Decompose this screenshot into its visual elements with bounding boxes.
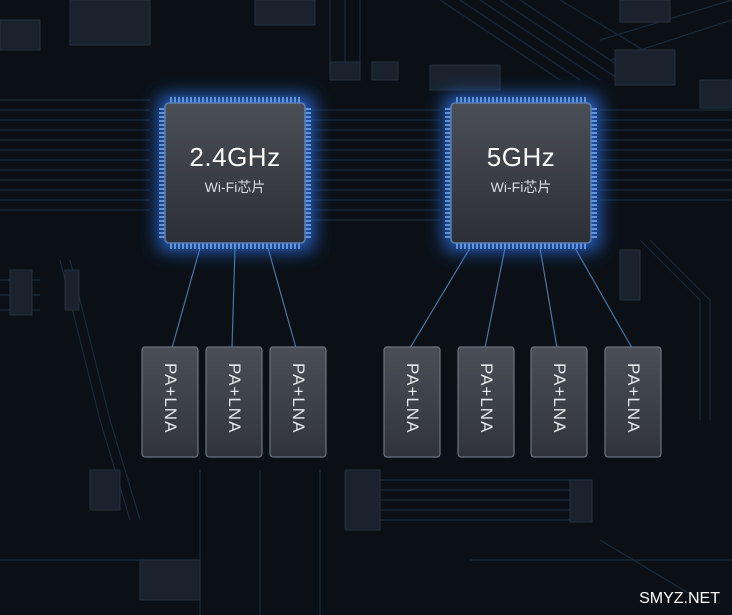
- chip-frequency: 5GHz: [486, 142, 556, 172]
- pa-lna-module: [457, 346, 515, 458]
- module-label: PA+LNA: [477, 363, 496, 434]
- module-label: PA+LNA: [161, 363, 180, 434]
- module-label: PA+LNA: [403, 363, 422, 434]
- wifi-chip-2g4: [158, 95, 314, 251]
- pa-lna-module: [604, 346, 662, 458]
- chip-module-connections: [171, 247, 633, 349]
- pa-lna-module: [205, 346, 263, 458]
- chip-frequency: 2.4GHz: [189, 142, 281, 172]
- pa-lna-module: [269, 346, 327, 458]
- module-label: PA+LNA: [225, 363, 244, 434]
- chip-subtitle: Wi-Fi芯片: [204, 179, 266, 195]
- pa-lna-module: [530, 346, 588, 458]
- pa-lna-module: [141, 346, 199, 458]
- module-label: PA+LNA: [289, 363, 308, 434]
- chip-subtitle: Wi-Fi芯片: [490, 179, 552, 195]
- chip-2g4-label: 2.4GHz Wi-Fi芯片: [165, 142, 305, 197]
- module-label: PA+LNA: [550, 363, 569, 434]
- pa-lna-module: [383, 346, 441, 458]
- wifi-chip-5g: [444, 95, 600, 251]
- background-components: [0, 0, 732, 601]
- module-label: PA+LNA: [624, 363, 643, 434]
- chip-5g-label: 5GHz Wi-Fi芯片: [451, 142, 591, 197]
- pa-lna-modules: [141, 346, 662, 458]
- watermark: SMYZ.NET: [639, 590, 720, 607]
